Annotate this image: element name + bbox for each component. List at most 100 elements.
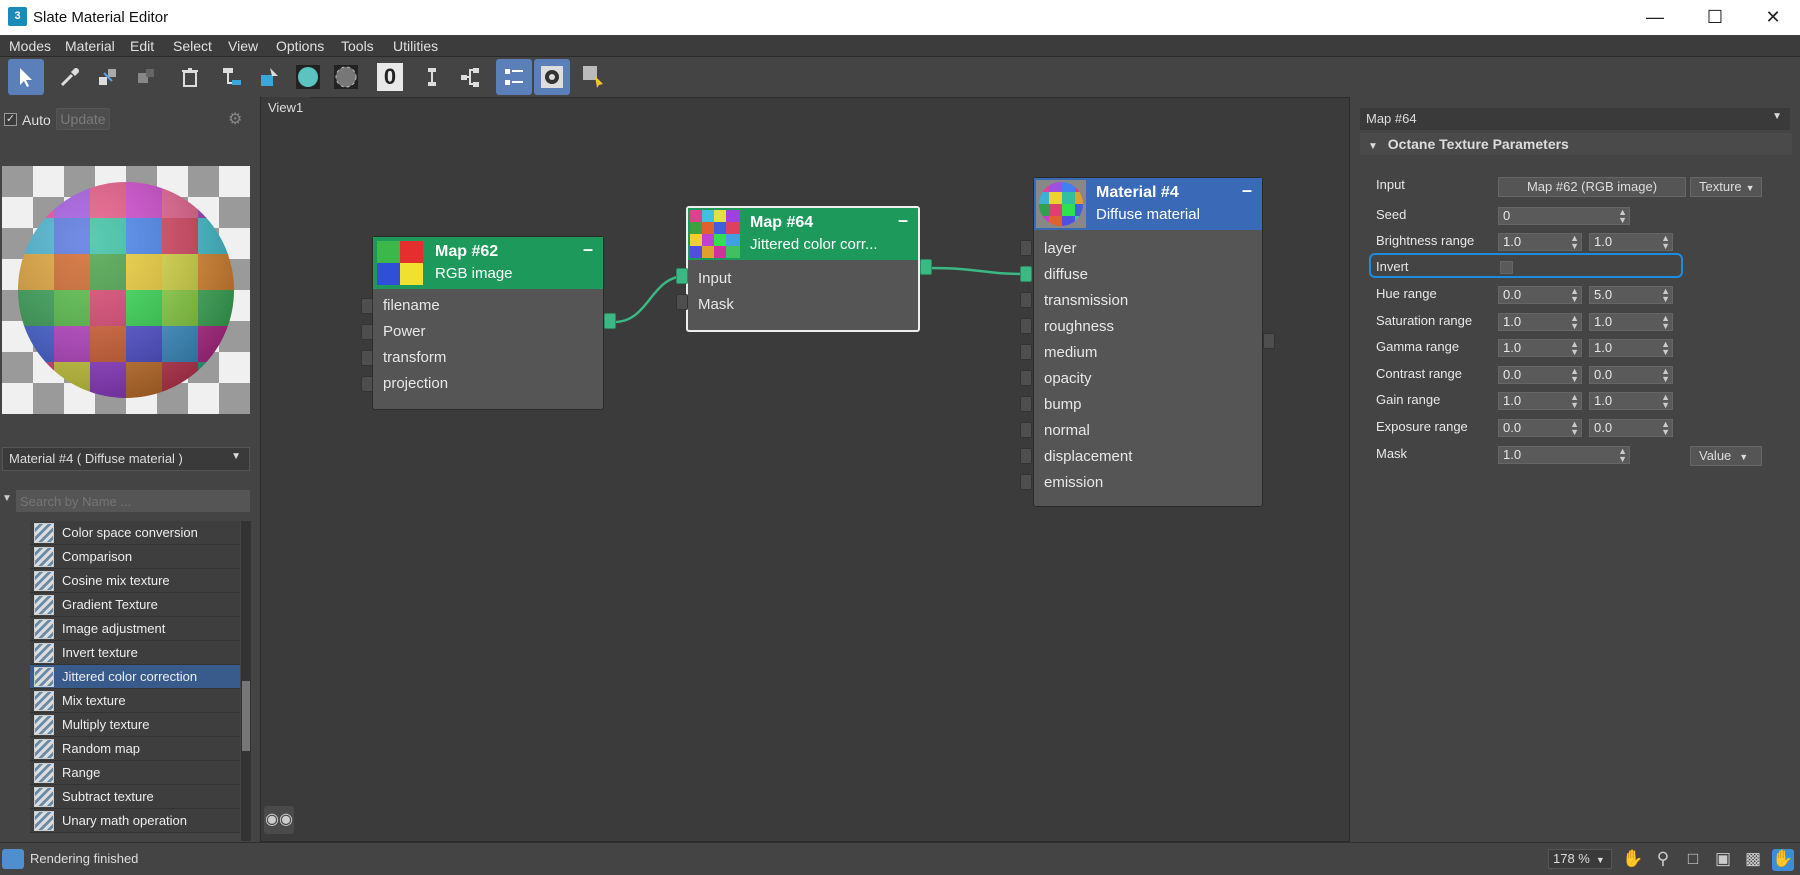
unused-nodes-icon[interactable]	[576, 59, 612, 95]
material-preview[interactable]	[2, 166, 250, 414]
slot-transform[interactable]: transform	[383, 349, 447, 366]
list-item[interactable]: Subtract texture	[30, 785, 240, 809]
slot-displacement[interactable]: displacement	[1044, 448, 1133, 465]
input-port[interactable]	[676, 294, 688, 310]
update-button[interactable]: Update	[56, 108, 110, 130]
brightness-max-field[interactable]: 1.0▲▼	[1589, 233, 1673, 251]
slot-opacity[interactable]: opacity	[1044, 370, 1092, 387]
list-item[interactable]: Image adjustment	[30, 617, 240, 641]
tab-view1[interactable]: View1	[262, 97, 310, 119]
spinner-icon[interactable]: ▲▼	[1661, 366, 1670, 384]
spinner-icon[interactable]: ▲▼	[1570, 313, 1579, 331]
slot-input[interactable]: Input	[698, 270, 732, 287]
list-item[interactable]: Mix texture	[30, 689, 240, 713]
spinner-icon[interactable]: ▲▼	[1661, 392, 1670, 410]
list-item[interactable]: Range	[30, 761, 240, 785]
input-port[interactable]	[1020, 318, 1032, 334]
layout-children-icon[interactable]	[452, 59, 488, 95]
slot-diffuse[interactable]: diffuse	[1044, 266, 1088, 283]
menu-tools[interactable]: Tools	[341, 38, 374, 54]
input-port[interactable]	[1020, 266, 1032, 282]
list-item[interactable]: Color space conversion	[30, 521, 240, 545]
seed-field[interactable]: 0▲▼	[1498, 207, 1630, 225]
gamma-min-field[interactable]: 1.0▲▼	[1498, 339, 1582, 357]
input-port[interactable]	[361, 376, 373, 392]
slot-emission[interactable]: emission	[1044, 474, 1104, 491]
output-port[interactable]	[920, 259, 932, 275]
spinner-icon[interactable]: ▲▼	[1570, 286, 1579, 304]
delete-icon[interactable]	[172, 59, 208, 95]
slot-roughness[interactable]: roughness	[1044, 318, 1115, 335]
exposure-min-field[interactable]: 0.0▲▼	[1498, 419, 1582, 437]
options-icon[interactable]: ⚙	[228, 111, 243, 128]
input-port[interactable]	[1020, 396, 1032, 412]
parameter-header[interactable]: Map #64 ▼	[1360, 108, 1790, 130]
node-material4[interactable]: Material #4 Diffuse material – layer dif…	[1033, 177, 1263, 507]
zoom-extents-icon[interactable]: ▣	[1714, 849, 1732, 868]
brightness-min-field[interactable]: 1.0▲▼	[1498, 233, 1582, 251]
spinner-icon[interactable]: ▲▼	[1618, 446, 1627, 464]
hide-unused-icon[interactable]	[252, 59, 288, 95]
input-port[interactable]	[1020, 240, 1032, 256]
minimize-node-icon[interactable]: –	[1241, 180, 1252, 200]
mask-field[interactable]: 1.0▲▼	[1498, 446, 1630, 464]
input-port[interactable]	[361, 324, 373, 340]
slot-power[interactable]: Power	[383, 323, 426, 340]
slot-normal[interactable]: normal	[1044, 422, 1090, 439]
select-arrow-icon[interactable]	[8, 59, 44, 95]
spinner-icon[interactable]: ▲▼	[1570, 419, 1579, 437]
input-port[interactable]	[1020, 292, 1032, 308]
list-item[interactable]: Unary math operation	[30, 809, 240, 833]
slot-bump[interactable]: bump	[1044, 396, 1082, 413]
slot-medium[interactable]: medium	[1044, 344, 1098, 361]
search-input[interactable]	[16, 490, 250, 512]
spinner-icon[interactable]: ▲▼	[1661, 286, 1670, 304]
list-item[interactable]: Multiply texture	[30, 713, 240, 737]
material-id-icon[interactable]: 0	[372, 59, 408, 95]
node-header[interactable]: Map #64 Jittered color corr... –	[688, 208, 918, 260]
list-item[interactable]: Invert texture	[30, 641, 240, 665]
saturation-max-field[interactable]: 1.0▲▼	[1589, 313, 1673, 331]
input-port[interactable]	[1020, 344, 1032, 360]
zoom-region-icon[interactable]: □	[1687, 849, 1699, 868]
spinner-icon[interactable]: ▲▼	[1570, 233, 1579, 251]
show-map-list-icon[interactable]	[496, 59, 532, 95]
hue-min-field[interactable]: 0.0▲▼	[1498, 286, 1582, 304]
pan-mode-icon[interactable]: ✋	[1772, 849, 1794, 871]
slot-layer[interactable]: layer	[1044, 240, 1077, 257]
minimize-node-icon[interactable]: –	[582, 239, 593, 259]
menu-utilities[interactable]: Utilities	[393, 38, 439, 54]
spinner-icon[interactable]: ▲▼	[1570, 366, 1579, 384]
minimize-node-icon[interactable]: –	[897, 210, 908, 230]
menu-edit[interactable]: Edit	[130, 38, 155, 54]
slot-transmission[interactable]: transmission	[1044, 292, 1129, 309]
show-parameters-icon[interactable]	[534, 59, 570, 95]
layout-all-icon[interactable]	[414, 59, 450, 95]
spinner-icon[interactable]: ▲▼	[1570, 339, 1579, 357]
slot-projection[interactable]: projection	[383, 375, 449, 392]
close-icon[interactable]: ✕	[1765, 7, 1781, 27]
menu-modes[interactable]: Modes	[9, 38, 52, 54]
input-port[interactable]	[1020, 422, 1032, 438]
zoom-dropdown[interactable]: 178 %▼	[1548, 849, 1612, 869]
input-port[interactable]	[676, 268, 688, 284]
slot-filename[interactable]: filename	[383, 297, 440, 314]
material-dropdown[interactable]: Material #4 ( Diffuse material ) ▼	[2, 447, 250, 471]
node-map62[interactable]: Map #62 RGB image – filename Power trans…	[372, 236, 604, 410]
minimize-icon[interactable]: —	[1646, 7, 1664, 27]
auto-checkbox[interactable]: ✓	[4, 113, 17, 126]
slot-mask[interactable]: Mask	[698, 296, 734, 313]
map-list-scrollbar[interactable]	[241, 521, 251, 841]
maximize-icon[interactable]: ☐	[1706, 7, 1724, 27]
collapse-arrow-icon[interactable]: ▼	[2, 493, 12, 504]
assign-material-icon[interactable]	[90, 59, 126, 95]
scrollbar-thumb[interactable]	[242, 681, 250, 751]
input-port[interactable]	[361, 298, 373, 314]
input-mode-dropdown[interactable]: Texture▼	[1690, 177, 1762, 197]
spinner-icon[interactable]: ▲▼	[1661, 313, 1670, 331]
list-item[interactable]: Gradient Texture	[30, 593, 240, 617]
list-item-selected[interactable]: Jittered color correction	[30, 665, 240, 689]
input-port[interactable]	[361, 350, 373, 366]
spinner-icon[interactable]: ▲▼	[1661, 419, 1670, 437]
list-item[interactable]: Random map	[30, 737, 240, 761]
